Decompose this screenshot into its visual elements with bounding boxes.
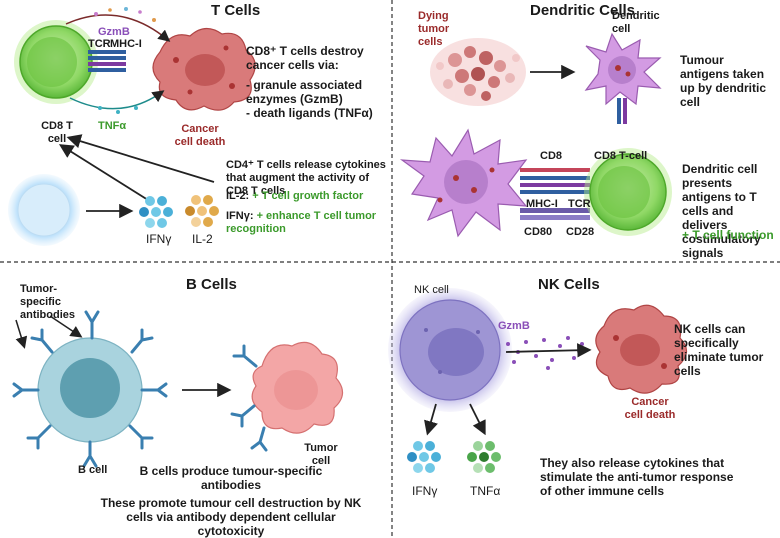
dendritic-title: Dendritic Cells xyxy=(530,2,636,19)
bcells-promote-text: These promote tumour cell destruction by… xyxy=(100,496,362,538)
tcells-title: T Cells xyxy=(211,2,261,19)
nkcells-eliminate-text: NK cells can specifically eliminate tumo… xyxy=(674,322,764,378)
tcells-tnfa-label: TNFα xyxy=(98,120,127,132)
tcells-gzmb-label: GzmB xyxy=(98,26,130,38)
tcells-il2-cytokine-label: IL-2 xyxy=(192,232,213,246)
bcells-illustration xyxy=(12,310,344,468)
bcells-produce-text: B cells produce tumour-specific antibodi… xyxy=(139,464,323,492)
il2-effect: + T cell growth factor xyxy=(252,190,364,202)
bcells-title: B Cells xyxy=(186,276,237,293)
tcells-cancer-death-label: Cancer cell death xyxy=(174,123,226,148)
ifng-effect: + enhance T cell tumor recognition xyxy=(226,210,377,235)
bcells-tumor-label: Tumor cell xyxy=(304,442,338,467)
dendritic-mhc1-label: MHC-I xyxy=(526,198,558,210)
nkcells-ifng-label: IFNγ xyxy=(412,484,438,498)
dendritic-cd28-label: CD28 xyxy=(566,226,595,238)
tcells-desc-head: CD8⁺ T cells destroy cancer cells via: xyxy=(246,44,364,72)
dendritic-cell-label: Dendritic cell xyxy=(612,10,660,35)
tcells-desc-b1: - granule associated enzymes (GzmB) xyxy=(246,78,363,106)
nkcells-gzmb-label: GzmB xyxy=(498,320,530,332)
dendritic-uptake-text: Tumour antigens taken up by dendritic ce… xyxy=(680,53,767,109)
bcells-bcell-label: B cell xyxy=(78,464,108,476)
nkcells-release-text: They also release cytokines that stimula… xyxy=(540,456,734,498)
nkcells-cancer-death-label: Cancer cell death xyxy=(624,396,676,421)
tcells-tcr-label: TCR xyxy=(88,38,111,50)
dendritic-cd8-label: CD8 xyxy=(540,150,563,162)
nkcells-title: NK Cells xyxy=(538,276,600,293)
il2-label: IL-2: xyxy=(226,190,250,202)
tcells-desc-b2: - death ligands (TNFα) xyxy=(246,106,373,120)
nkcells-nk-label: NK cell xyxy=(414,284,449,296)
dendritic-cd80-label: CD80 xyxy=(524,226,553,238)
nkcells-tnfa-label: TNFα xyxy=(470,484,501,498)
ifng-label: IFNγ: xyxy=(226,210,254,222)
tcells-description: CD8⁺ T cells destroy cancer cells via: -… xyxy=(246,44,386,120)
dendritic-presents-text: Dendritic cell presents antigens to T ce… xyxy=(682,162,761,260)
tcells-cd8-cell-label: CD8 T cell xyxy=(41,120,73,145)
tcells-il2-line: IL-2: + T cell growth factor xyxy=(226,190,390,203)
dendritic-tcr-label: TCR xyxy=(568,198,591,210)
tcells-ifng-cytokine-label: IFNγ xyxy=(146,232,172,246)
dendritic-function-text: + T cell function xyxy=(682,228,774,242)
dendritic-cd8-tcell-label: CD8 T-cell xyxy=(594,150,648,162)
dendritic-dying-label: Dying tumor cells xyxy=(418,10,450,48)
tcells-illustration xyxy=(8,7,256,246)
tcells-ifng-line: IFNγ: + enhance T cell tumor recognition xyxy=(226,210,390,236)
bcells-antibodies-label: Tumor- specific antibodies xyxy=(20,283,76,321)
tcells-mhc1-label: MHC-I xyxy=(110,38,142,50)
tcells-cd4-text: CD4⁺ T cells release cytokines that augm… xyxy=(226,159,386,197)
dendritic-illustration xyxy=(399,32,672,238)
